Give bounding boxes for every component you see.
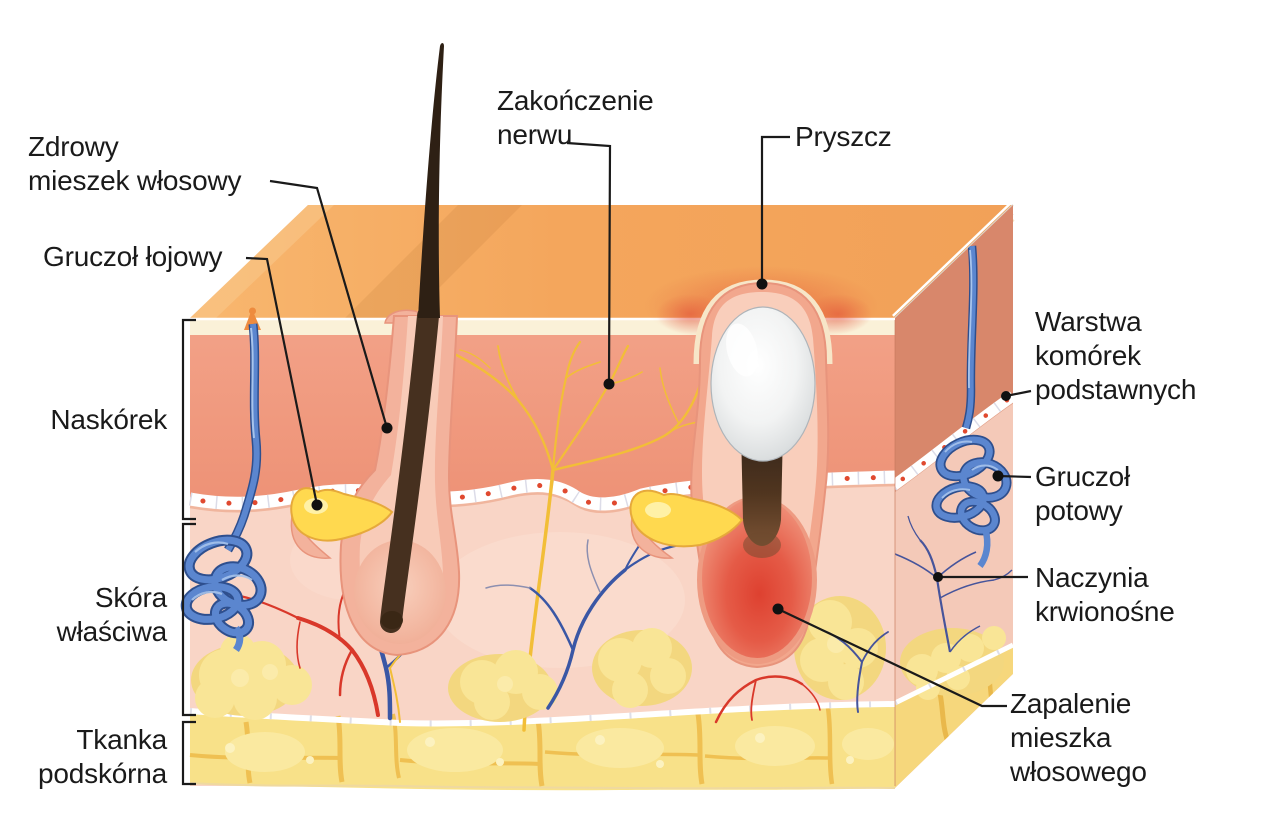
layer-brackets <box>181 318 196 786</box>
healthy-hair-follicle <box>290 43 461 657</box>
label-blood-vessels: Naczynia krwionośne <box>1035 562 1175 627</box>
pus-sac <box>710 306 816 462</box>
leader-dots <box>311 278 1011 615</box>
bracket-dermis <box>181 522 196 717</box>
skin-surface-top-face <box>190 201 1015 328</box>
dermal-fat-lobules <box>191 596 886 722</box>
sweat-gland-coil-side <box>931 434 1012 568</box>
pimple <box>629 266 880 669</box>
label-dermis: Skóra właściwa <box>56 582 168 647</box>
label-sweat-gland: Gruczoł potowy <box>1035 461 1131 526</box>
sweat-gland-left <box>180 307 267 652</box>
label-pimple: Pryszcz <box>795 121 892 152</box>
leader-lines <box>245 135 1032 708</box>
bracket-subcutaneous <box>181 720 196 786</box>
sweat-duct-side <box>961 245 978 430</box>
hair-root <box>381 611 403 629</box>
label-subcutaneous-tissue: Tkanka podskórna <box>38 724 167 789</box>
label-sebaceous-gland: Gruczoł łojowy <box>43 241 223 272</box>
fat-lobule-highlights <box>225 726 894 772</box>
label-healthy-follicle: Zdrowy mieszek włosowy <box>28 131 242 196</box>
label-epidermis: Naskórek <box>50 404 167 435</box>
fat-speckles <box>225 733 854 768</box>
label-folliculitis: Zapalenie mieszka włosowego <box>1010 688 1147 787</box>
bracket-epidermis <box>181 318 196 521</box>
hair-shaft-above-skin <box>418 43 444 318</box>
skin-side-face <box>895 205 1013 788</box>
label-nerve-ending: Zakończenie nerwu <box>497 85 654 150</box>
label-basal-cell-layer: Warstwa komórek podstawnych <box>1035 306 1197 405</box>
inflamed-follicle-bulb <box>702 498 812 658</box>
hair-shaft-below-skin <box>380 305 439 633</box>
